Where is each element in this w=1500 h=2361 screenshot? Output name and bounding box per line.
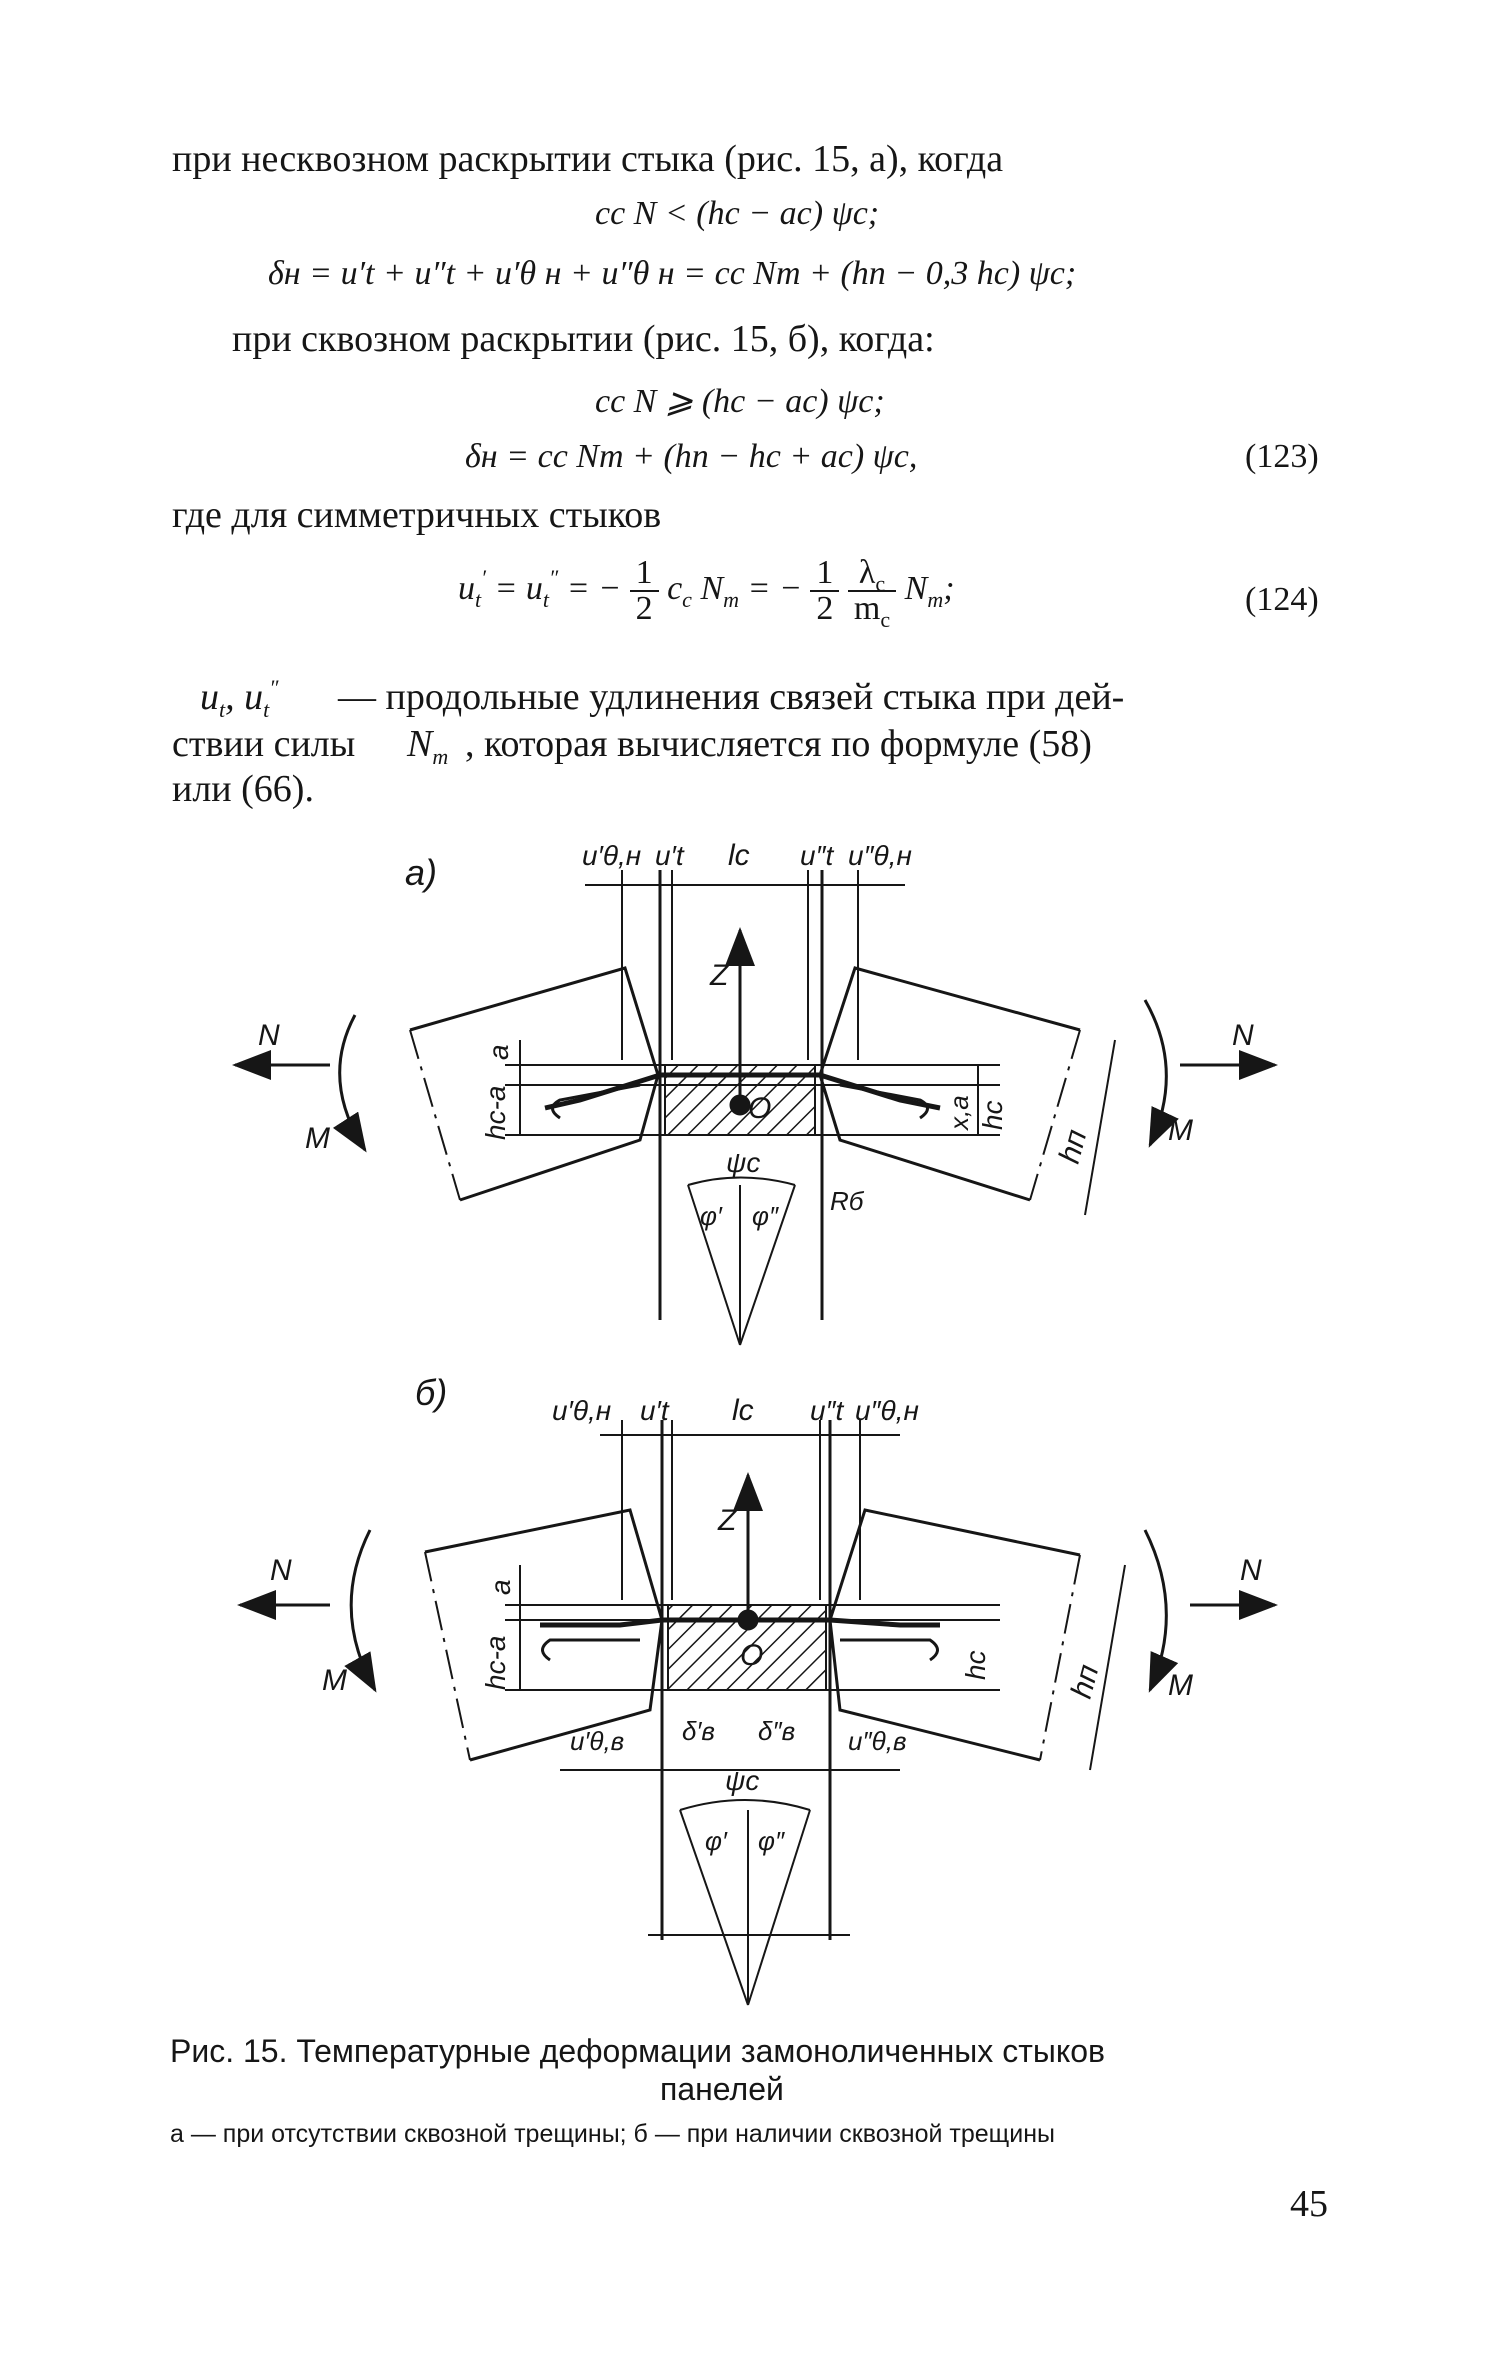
svg-text:hc: hc — [960, 1650, 991, 1680]
svg-text:u″t: u″t — [800, 840, 834, 871]
svg-text:Z: Z — [709, 959, 730, 992]
figure-a-label: а) — [405, 852, 437, 893]
equation-1: cс N < (hс − aс) ψс; — [595, 195, 880, 232]
svg-text:x,a: x,a — [944, 1095, 974, 1132]
svg-text:u″θ,н: u″θ,н — [855, 1395, 919, 1426]
figure-caption-title-2: панелей — [660, 2071, 784, 2107]
text-line-8-symbols: ut, ut″ — [200, 675, 279, 722]
svg-text:ψc: ψc — [725, 1765, 759, 1796]
svg-text:hc: hc — [977, 1100, 1008, 1130]
svg-text:N: N — [270, 1554, 292, 1587]
svg-text:hc-a: hc-a — [480, 1636, 511, 1690]
figure-b-label: б) — [415, 1372, 447, 1413]
svg-text:hп: hп — [1065, 1661, 1105, 1702]
svg-text:a: a — [485, 1579, 516, 1595]
svg-text:lc: lc — [732, 1394, 754, 1427]
svg-text:Rб: Rб — [830, 1186, 865, 1216]
svg-text:hc-a: hc-a — [480, 1086, 511, 1140]
equation-2: δн = u′t + u″t + u′θ н + u″θ н = cс Nm +… — [268, 255, 1077, 292]
svg-text:N: N — [1240, 1554, 1262, 1587]
svg-text:u′θ,н: u′θ,н — [552, 1395, 611, 1426]
svg-text:M: M — [322, 1664, 347, 1697]
equation-number-123: (123) — [1245, 438, 1319, 475]
svg-text:Z: Z — [717, 1504, 738, 1537]
equation-number-124: (124) — [1245, 581, 1319, 618]
svg-text:δ″в: δ″в — [758, 1716, 795, 1746]
svg-text:M: M — [305, 1122, 330, 1155]
text-line-8: — продольные удлинения связей стыка при … — [338, 676, 1125, 718]
text-line-3: при сквозном раскрытии (рис. 15, б), ког… — [232, 318, 935, 360]
figure-b: б) Z O N N M M a hc-a hc — [237, 1372, 1278, 2006]
svg-text:φ′: φ′ — [700, 1201, 723, 1231]
svg-text:δ′в: δ′в — [682, 1716, 715, 1746]
svg-text:u″θ,в: u″θ,в — [848, 1726, 907, 1756]
svg-text:φ″: φ″ — [752, 1201, 779, 1231]
svg-text:M: M — [1168, 1114, 1193, 1147]
equation-4: δн = cс Nm + (hп − hс + aс) ψс, — [465, 438, 918, 475]
figure-caption-title: Рис. 15. Температурные деформации замоно… — [170, 2033, 1105, 2069]
equation-3: cс N ⩾ (hс − aс) ψс; — [595, 383, 885, 420]
svg-text:u′θ,н: u′θ,н — [582, 840, 641, 871]
page-number: 45 — [1290, 2183, 1328, 2225]
svg-text:hп: hп — [1053, 1126, 1093, 1167]
svg-text:u″θ,н: u″θ,н — [848, 840, 912, 871]
svg-text:lc: lc — [728, 839, 750, 872]
figure-a: а) Z O N N — [232, 839, 1278, 1346]
svg-text:u′t: u′t — [640, 1395, 670, 1426]
figure-caption-note: а — при отсутствии сквозной трещины; б —… — [170, 2120, 1055, 2148]
svg-text:a: a — [483, 1044, 514, 1060]
svg-text:u″t: u″t — [810, 1395, 844, 1426]
text-line-10: или (66). — [172, 768, 314, 810]
text-line-1: при несквозном раскрытии стыка (рис. 15,… — [172, 138, 1004, 180]
svg-text:φ′: φ′ — [705, 1826, 728, 1856]
svg-text:u′θ,в: u′θ,в — [570, 1726, 624, 1756]
svg-text:M: M — [1168, 1669, 1193, 1702]
svg-text:O: O — [748, 1092, 771, 1125]
svg-text:ψc: ψc — [726, 1147, 760, 1178]
svg-text:O: O — [740, 1639, 763, 1672]
svg-text:u′t: u′t — [655, 840, 685, 871]
text-line-9-sym: Nm — [407, 723, 449, 769]
svg-text:φ″: φ″ — [758, 1826, 785, 1856]
svg-text:N: N — [1232, 1019, 1254, 1052]
text-line-6: где для симметричных стыков — [172, 494, 662, 536]
text-line-9-a: ствии силы — [172, 723, 356, 765]
text-line-9-b: , которая вычисляется по формуле (58) — [465, 723, 1092, 765]
svg-text:N: N — [258, 1019, 280, 1052]
